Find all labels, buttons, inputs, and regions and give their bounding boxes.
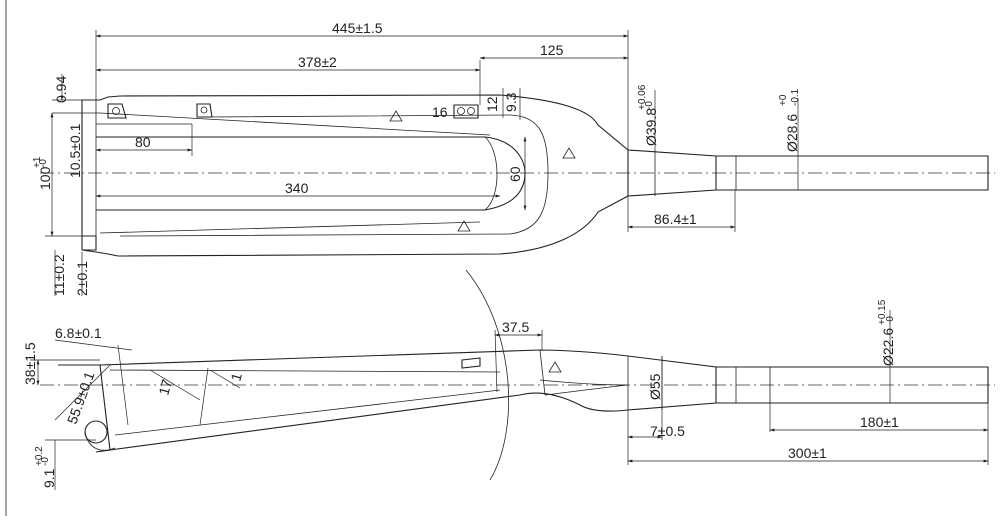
eyelet-hole-a — [112, 107, 120, 115]
dropout-hook — [84, 431, 116, 451]
brake-hole-a — [457, 107, 465, 115]
side-view: 37.5 6.8±0.1 38±1.5 55.9±0.1 9.1 +0.2 -0… — [22, 269, 995, 490]
dim-label-0-94: 0.94 — [53, 76, 69, 103]
side-brake-mount — [461, 357, 481, 369]
dim-tol-100-upper: +1 — [32, 156, 43, 168]
dropout-tip — [58, 364, 111, 453]
dim-label-7: 7±0.5 — [650, 423, 685, 439]
dim-tol-28-6-lower: -0.1 — [790, 88, 801, 106]
dim-label-17: 17 — [155, 377, 175, 396]
dim-label-60: 60 — [507, 166, 523, 182]
dim-label-39-8: Ø39.8 — [643, 108, 659, 146]
brake-mount — [453, 104, 479, 119]
dim-label-86-4: 86.4±1 — [654, 211, 697, 227]
dim-label-9-1: 9.1 — [41, 468, 57, 488]
dim-label-55: Ø55 — [647, 373, 663, 400]
dim-label-9-3: 9.3 — [503, 92, 519, 112]
dim-label-28-6: Ø28.6 — [784, 114, 800, 152]
dim-tol-39-8-lower: -0 — [644, 101, 655, 110]
blade-mid-line — [109, 369, 501, 373]
lower-blade-line — [99, 221, 481, 234]
dim-tol-22-6-upper: +0.15 — [877, 299, 888, 325]
dim-label-12: 12 — [484, 96, 500, 112]
top-view: 445±1.5 378±2 125 80 340 60 12 9.3 16 0.… — [32, 20, 995, 296]
side-steerer-taper — [627, 355, 717, 411]
brake-hole-b — [467, 107, 475, 115]
dim-label-340: 340 — [285, 180, 309, 196]
dim-label-55-9: 55.9±0.1 — [64, 369, 98, 426]
dim-tol-28-6-upper: +0 — [778, 94, 789, 106]
blade-upper-edge — [99, 349, 629, 366]
dim-label-80: 80 — [135, 134, 151, 150]
side-steerer-tube — [716, 366, 989, 404]
dim-line-55-9 — [54, 364, 111, 421]
dim-line-6-8 — [54, 339, 133, 351]
dim-label-1: 1 — [227, 371, 245, 383]
dim-label-6-8: 6.8±0.1 — [55, 325, 102, 341]
dim-tol-39-8-upper: +0.06 — [637, 84, 648, 110]
crown-joint — [539, 349, 546, 396]
warning-triangle-icon — [548, 361, 562, 373]
slot-arc — [484, 136, 498, 211]
dim-label-11: 11±0.2 — [51, 254, 67, 296]
lower-blade-inner — [119, 172, 549, 237]
dim-tol-9-1-lower: -0 — [40, 457, 51, 466]
dim-label-2: 2±0.1 — [74, 261, 90, 296]
dropout-eyelet-b — [196, 103, 213, 118]
wheel-arc — [465, 269, 509, 481]
dim-label-445: 445±1.5 — [332, 20, 383, 36]
dim-tol-9-1-upper: +0.2 — [34, 446, 45, 466]
dim-label-300: 300±1 — [788, 445, 827, 461]
upper-blade-inner — [209, 114, 549, 174]
dim-label-22-6: Ø22.6 — [880, 328, 896, 366]
dim-label-38: 38±1.5 — [22, 342, 38, 385]
dropout-tab — [82, 235, 97, 251]
dim-label-378: 378±2 — [298, 54, 337, 70]
dim-label-37-5: 37.5 — [502, 319, 529, 335]
dropout-eyelet-a — [107, 103, 127, 119]
steerer-tube — [716, 155, 989, 191]
inner-slot-outline — [96, 136, 526, 211]
dim-label-100: 100 — [37, 166, 53, 190]
eyelet-label-16: 16 — [432, 104, 448, 120]
dim-label-125: 125 — [540, 42, 564, 58]
dim-line-1 — [209, 369, 241, 389]
dim-label-10-5: 10.5±0.1 — [67, 123, 83, 178]
upper-blade-line — [99, 112, 491, 136]
dim-tol-22-6-lower: -0 — [885, 316, 896, 325]
dim-label-180: 180±1 — [860, 414, 899, 430]
dim-line-17 — [149, 369, 201, 401]
steerer-taper — [627, 149, 717, 197]
blade-inner-line — [114, 389, 501, 436]
warning-triangle-icon — [389, 110, 576, 232]
dim-tol-100-lower: -0 — [38, 159, 49, 168]
blade-lower-edge — [109, 392, 629, 451]
fork-outer-outline — [81, 94, 629, 257]
crown-taper — [539, 379, 629, 396]
eyelet-hole-b — [200, 106, 208, 114]
